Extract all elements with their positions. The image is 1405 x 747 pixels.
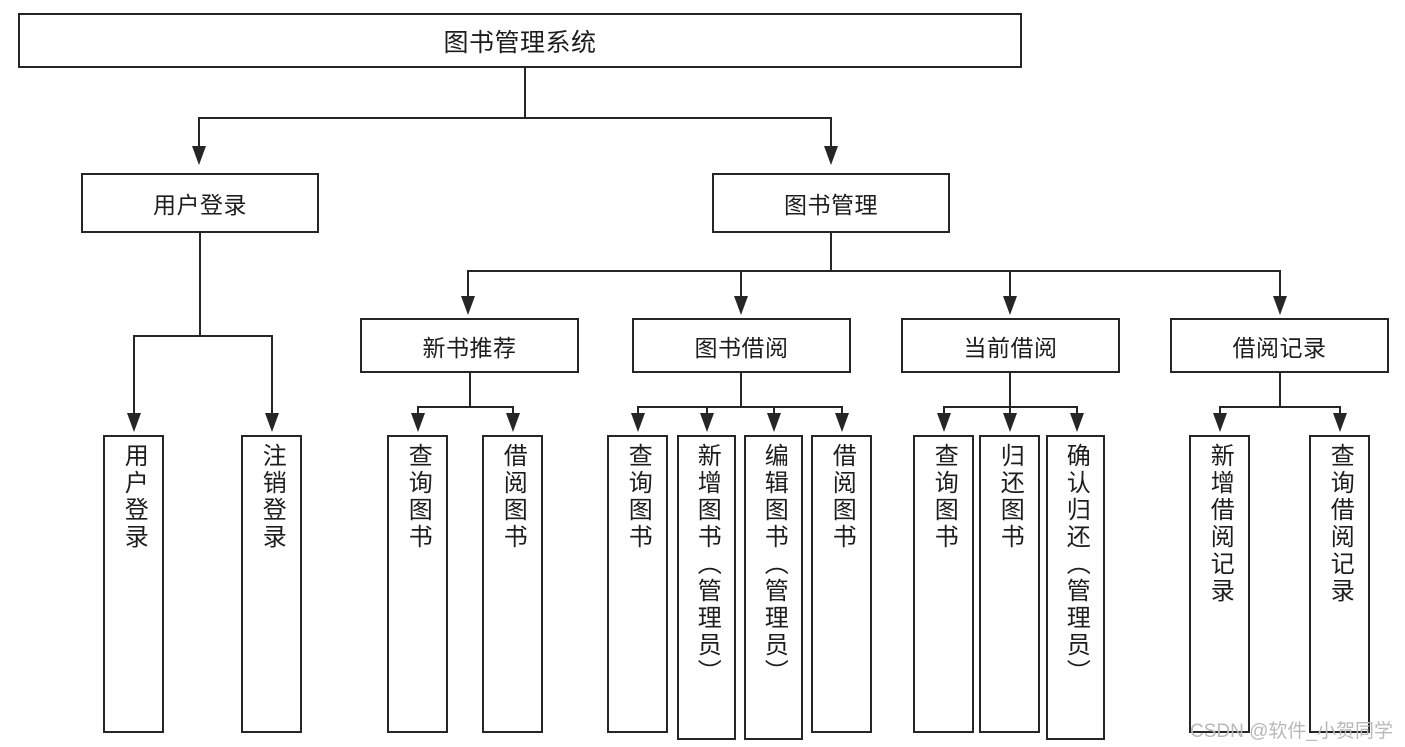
- node-label: 借阅图书: [499, 443, 527, 551]
- arrowhead-leaf-return-book: [1003, 413, 1017, 432]
- arrowhead-book-borrow: [734, 296, 748, 315]
- arrowhead-leaf-logout: [265, 413, 279, 432]
- connector-new-book-child-1: [417, 406, 419, 417]
- connector-book-borrow-child-3: [773, 406, 775, 417]
- node-new-book-recommend[interactable]: 新书推荐: [360, 318, 579, 373]
- connector-current-borrow-child-2: [1009, 406, 1011, 417]
- leaf-query-book-recommend[interactable]: 查询图书: [387, 435, 448, 733]
- connector-borrow-record-stem: [1279, 373, 1281, 406]
- arrowhead-leaf-query-record: [1333, 413, 1347, 432]
- node-label: 用户登录: [120, 443, 148, 551]
- node-label: 图书管理: [784, 192, 878, 218]
- leaf-query-borrow-record[interactable]: 查询借阅记录: [1309, 435, 1370, 733]
- node-user-login[interactable]: 用户登录: [81, 173, 319, 233]
- arrowhead-new-book: [461, 296, 475, 315]
- connector-new-book-stem: [469, 373, 471, 406]
- connector-borrow-record-child-1: [1219, 406, 1221, 417]
- arrowhead-borrow-record: [1273, 296, 1287, 315]
- leaf-confirm-return-admin[interactable]: 确认归还（管理员）: [1046, 435, 1105, 740]
- node-label: 当前借阅: [963, 334, 1058, 361]
- leaf-edit-book-admin[interactable]: 编辑图书（管理员）: [744, 435, 803, 740]
- arrowhead-leaf-edit-book: [767, 413, 781, 432]
- connector-to-borrow-record: [1279, 270, 1281, 300]
- arrowhead-book-manage: [824, 146, 838, 165]
- leaf-add-book-admin[interactable]: 新增图书（管理员）: [677, 435, 736, 740]
- connector-to-current-borrow: [1009, 270, 1011, 300]
- node-label: 图书管理系统: [443, 28, 597, 57]
- leaf-query-book-borrow[interactable]: 查询图书: [607, 435, 668, 733]
- arrowhead-current-borrow: [1003, 296, 1017, 315]
- node-label: 编辑图书（管理员）: [760, 443, 788, 686]
- connector-book-borrow-bus: [637, 406, 842, 408]
- arrowhead-leaf-confirm-return: [1070, 413, 1084, 432]
- node-label: 查询图书: [404, 443, 432, 551]
- connector-current-borrow-child-3: [1076, 406, 1078, 417]
- connector-book-manage-stem: [830, 233, 832, 270]
- leaf-add-borrow-record[interactable]: 新增借阅记录: [1189, 435, 1250, 733]
- node-root-system[interactable]: 图书管理系统: [18, 13, 1022, 68]
- arrowhead-leaf-query-book-2: [631, 413, 645, 432]
- connector-user-login-bus: [133, 335, 273, 337]
- arrowhead-leaf-add-book: [700, 413, 714, 432]
- connector-book-borrow-stem: [740, 373, 742, 406]
- node-label: 确认归还（管理员）: [1062, 443, 1090, 686]
- arrowhead-leaf-user-login: [127, 413, 141, 432]
- connector-level2-bus: [198, 117, 832, 119]
- connector-root-stem: [524, 68, 526, 117]
- leaf-user-login[interactable]: 用户登录: [103, 435, 164, 733]
- connector-book-borrow-child-1: [637, 406, 639, 417]
- node-book-manage[interactable]: 图书管理: [712, 173, 950, 233]
- connector-to-book-borrow: [740, 270, 742, 300]
- connector-new-book-child-2: [512, 406, 514, 417]
- leaf-borrow-book[interactable]: 借阅图书: [811, 435, 872, 733]
- connector-current-borrow-child-1: [943, 406, 945, 417]
- node-label: 查询图书: [930, 443, 958, 551]
- node-book-borrow[interactable]: 图书借阅: [632, 318, 851, 373]
- arrowhead-leaf-query-book-3: [937, 413, 951, 432]
- node-label: 新增借阅记录: [1206, 443, 1234, 605]
- arrowhead-user-login: [192, 146, 206, 165]
- leaf-borrow-book-recommend[interactable]: 借阅图书: [482, 435, 543, 733]
- leaf-query-book-current[interactable]: 查询图书: [913, 435, 974, 733]
- connector-current-borrow-stem: [1009, 373, 1011, 406]
- leaf-logout[interactable]: 注销登录: [241, 435, 302, 733]
- node-label: 新书推荐: [422, 334, 517, 361]
- node-label: 借阅图书: [828, 443, 856, 551]
- node-label: 注销登录: [258, 443, 286, 551]
- connector-user-login-child-1: [133, 335, 135, 417]
- leaf-return-book[interactable]: 归还图书: [979, 435, 1040, 733]
- connector-user-login-child-2: [271, 335, 273, 417]
- connector-to-user-login: [198, 117, 200, 150]
- arrowhead-leaf-query-book-1: [411, 413, 425, 432]
- connector-new-book-bus: [417, 406, 512, 408]
- connector-user-login-stem: [199, 233, 201, 335]
- node-current-borrow[interactable]: 当前借阅: [901, 318, 1120, 373]
- node-label: 归还图书: [996, 443, 1024, 551]
- connector-borrow-record-child-2: [1339, 406, 1341, 417]
- connector-to-book-manage: [830, 117, 832, 150]
- node-borrow-record[interactable]: 借阅记录: [1170, 318, 1389, 373]
- arrowhead-leaf-borrow-book-1: [506, 413, 520, 432]
- connector-to-new-book: [467, 270, 469, 300]
- connector-book-borrow-child-4: [841, 406, 843, 417]
- arrowhead-leaf-add-record: [1213, 413, 1227, 432]
- node-label: 查询图书: [624, 443, 652, 551]
- node-label: 新增图书（管理员）: [693, 443, 721, 686]
- arrowhead-leaf-borrow-book-2: [835, 413, 849, 432]
- node-label: 图书借阅: [694, 334, 789, 361]
- node-label: 借阅记录: [1232, 334, 1327, 361]
- node-label: 查询借阅记录: [1326, 443, 1354, 605]
- node-label: 用户登录: [153, 192, 247, 218]
- connector-borrow-record-bus: [1219, 406, 1339, 408]
- connector-book-borrow-child-2: [706, 406, 708, 417]
- connector-level3-bus: [467, 270, 1280, 272]
